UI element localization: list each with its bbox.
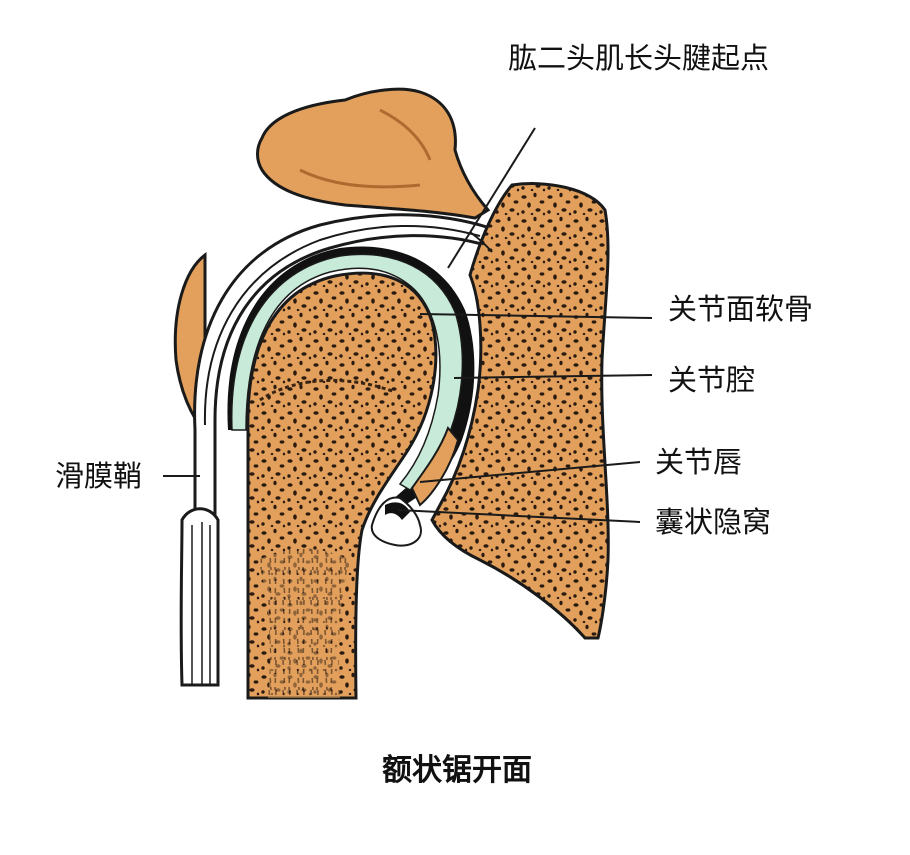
axillary-recess (370, 496, 422, 547)
acromion-shading (299, 108, 432, 189)
biceps-tendon-band (469, 231, 493, 253)
figure-caption: 额状锯开面 (382, 753, 532, 788)
label-biceps-origin: 肱二头肌长头腱起点 (508, 41, 770, 75)
capsule-inner-line (203, 224, 481, 426)
label-joint-cavity: 关节腔 (668, 363, 756, 397)
leader-articular-cartilage (419, 313, 653, 319)
leader-axillary-recess (397, 509, 641, 523)
leader-biceps-origin (447, 127, 536, 269)
label-glenoid-labrum: 关节唇 (655, 445, 743, 479)
label-articular-cartilage: 关节面软骨 (668, 292, 814, 326)
label-axillary-recess: 囊状隐窝 (655, 505, 772, 539)
humerus-shaft-fibers (258, 548, 350, 698)
acromion (256, 87, 491, 220)
glenoid-labrum (410, 426, 460, 507)
leader-glenoid-labrum (419, 461, 641, 483)
axillary-recess-dark (385, 502, 410, 520)
scapula-glenoid (430, 182, 610, 640)
synovial-sheath-tube (179, 507, 220, 687)
epiphyseal-line (259, 378, 396, 402)
articular-cartilage (231, 253, 464, 491)
label-synovial-sheath: 滑膜鞘 (55, 459, 143, 493)
leader-joint-cavity (453, 374, 653, 379)
synovial-sheath-lines (191, 522, 211, 685)
